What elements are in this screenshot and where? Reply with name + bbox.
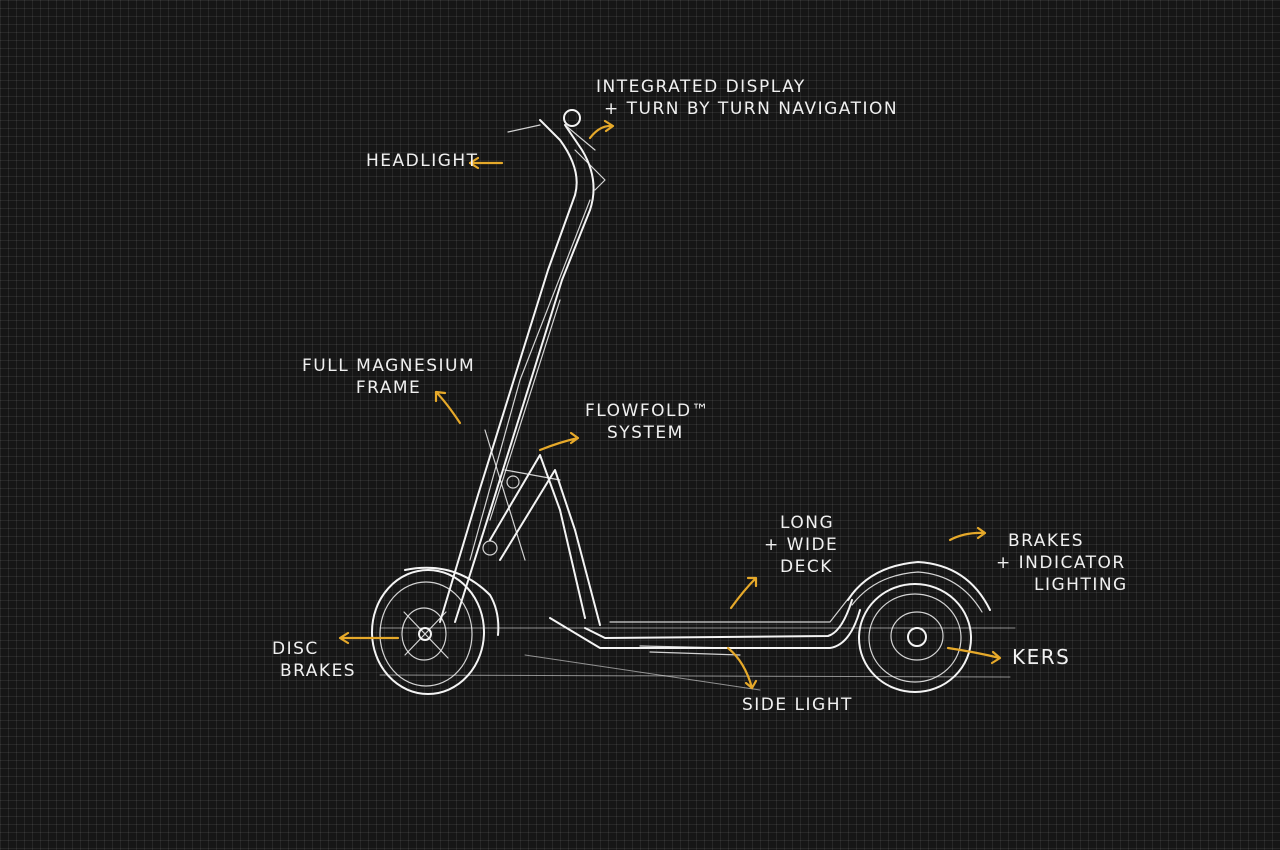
headlight-label: Headlight <box>366 150 479 172</box>
deck <box>549 589 861 656</box>
deck-label-line1: Long <box>780 513 835 533</box>
stem <box>439 109 606 623</box>
display-label: Integrated Display + Turn by Turn Naviga… <box>596 76 898 120</box>
arrow-headlight <box>468 156 504 170</box>
flowfold-label: Flowfold™ System <box>585 400 710 444</box>
arrow-disc <box>338 631 400 645</box>
disc-brakes-label-line1: Disc <box>272 639 319 659</box>
arrow-brakes <box>948 526 987 542</box>
arrow-kers <box>946 646 1002 665</box>
frame-label-line2: Frame <box>355 378 422 398</box>
annotation-arrows <box>338 119 1002 690</box>
arrow-frame <box>434 390 462 425</box>
arrow-sidelight <box>726 646 758 690</box>
deck-label-line2: + Wide <box>764 535 839 555</box>
brakes-label: Brakes + Indicator Lighting <box>996 530 1128 596</box>
frame-label: Full Magnesium Frame <box>302 355 475 399</box>
kers-label-text: KERS <box>1012 645 1071 669</box>
brakes-label-line2: + Indicator <box>996 553 1126 573</box>
arrow-display <box>588 119 615 140</box>
front-wheel <box>371 566 500 695</box>
sidelight-label-text: Side Light <box>742 695 853 715</box>
arrow-deck <box>729 576 758 610</box>
deck-label-line3: Deck <box>780 557 833 577</box>
sidelight-label: Side Light <box>742 694 853 716</box>
kers-label: KERS <box>1012 646 1070 668</box>
brakes-label-line1: Brakes <box>1008 531 1085 551</box>
headlight-label-text: Headlight <box>366 151 479 171</box>
brakes-label-line3: Lighting <box>1034 575 1128 595</box>
display-label-line1: Integrated Display <box>596 77 806 97</box>
deck-label: Long + Wide Deck <box>764 512 838 578</box>
ground-lines <box>379 627 1016 691</box>
arrow-flowfold <box>538 431 580 452</box>
flowfold-label-line1: Flowfold™ <box>585 401 711 421</box>
disc-brakes-label: Disc Brakes <box>272 638 356 682</box>
frame-label-line1: Full Magnesium <box>302 356 476 376</box>
flowfold-label-line2: System <box>607 423 684 443</box>
fold-linkage <box>482 429 601 626</box>
disc-brakes-label-line2: Brakes <box>280 661 357 681</box>
rear-wheel <box>847 561 991 693</box>
display-label-line2: + Turn by Turn Navigation <box>604 99 899 119</box>
